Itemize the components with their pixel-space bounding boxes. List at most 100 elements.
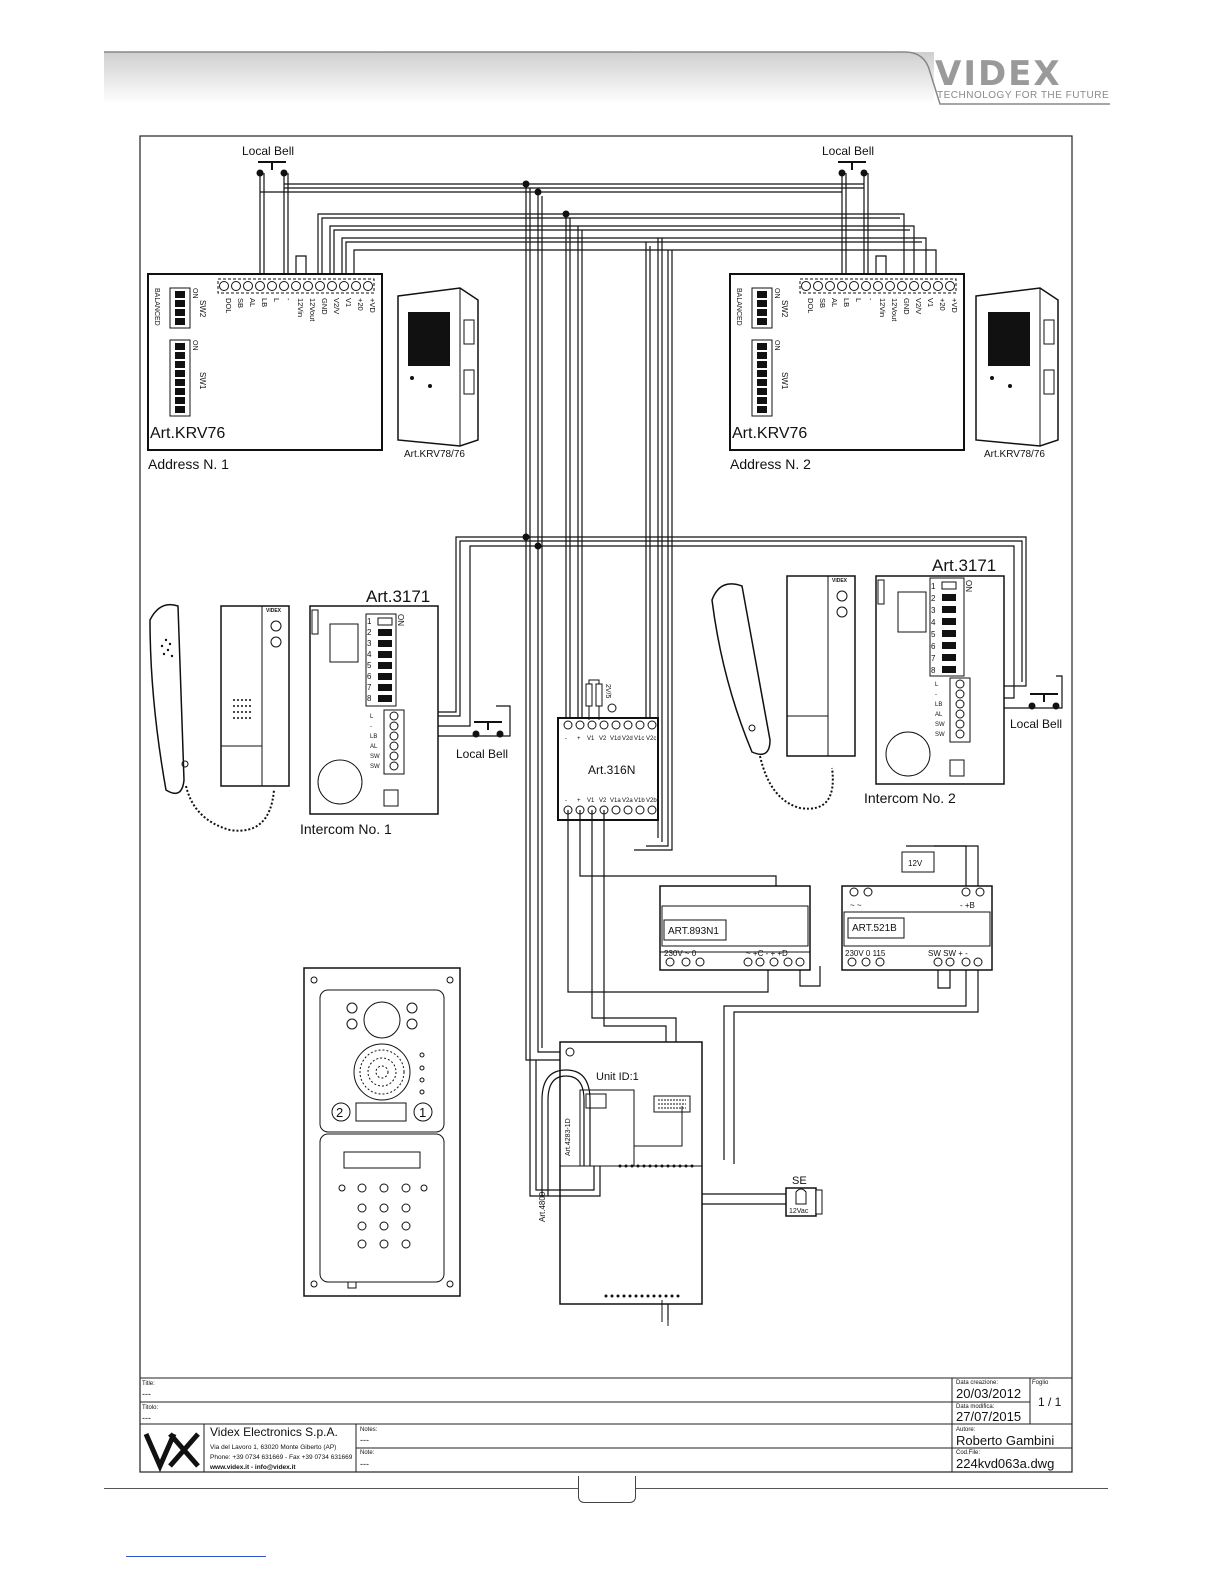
svg-text:2V/5: 2V/5 bbox=[604, 684, 611, 699]
bus-wires-top bbox=[259, 173, 1063, 1064]
svg-text:LB: LB bbox=[935, 702, 942, 708]
svg-text:5: 5 bbox=[367, 661, 372, 670]
svg-text:8: 8 bbox=[367, 694, 372, 703]
svg-text:---: --- bbox=[360, 1459, 369, 1469]
svg-text:SW SW + -: SW SW + - bbox=[928, 949, 968, 958]
svg-text:Notes:: Notes: bbox=[360, 1427, 378, 1433]
svg-text:---: --- bbox=[360, 1435, 369, 1445]
svg-text:1: 1 bbox=[419, 1105, 426, 1120]
svg-text:SW: SW bbox=[935, 722, 945, 728]
svg-text:-: - bbox=[565, 798, 567, 804]
svg-text:8: 8 bbox=[931, 666, 936, 675]
svg-text:V1a: V1a bbox=[610, 798, 621, 804]
svg-text:V1: V1 bbox=[344, 298, 353, 307]
psu-art893n1: ART.893N1 230V ~ 0 ~ +C - + +D bbox=[659, 885, 811, 971]
svg-text:ON: ON bbox=[396, 614, 405, 626]
psu-art521b: ~ ~ - +B ART.521B 230V 0 115 SW SW + - bbox=[841, 885, 993, 971]
page-number-tab bbox=[578, 1476, 636, 1503]
local-bell-2-label: Local Bell bbox=[822, 144, 874, 158]
svg-text:SW2: SW2 bbox=[198, 300, 207, 318]
svg-text:Local Bell: Local Bell bbox=[1010, 717, 1062, 731]
svg-text:+20: +20 bbox=[938, 298, 947, 311]
electric-lock-se: SE 12Vac bbox=[785, 1175, 823, 1217]
krv76-module-2: DOL SB AL LB L - 12Vin 12Vout GND V2/V V… bbox=[729, 273, 965, 451]
svg-text:ON: ON bbox=[773, 340, 780, 351]
svg-text:~ +C - + +D: ~ +C - + +D bbox=[746, 949, 788, 958]
svg-text:12V: 12V bbox=[908, 859, 923, 868]
svg-text:V2d: V2d bbox=[622, 736, 633, 742]
svg-text:5: 5 bbox=[931, 630, 936, 639]
svg-text:SW2: SW2 bbox=[780, 300, 789, 318]
svg-text:2: 2 bbox=[931, 594, 936, 603]
intercom-1-label: Intercom No. 1 bbox=[300, 821, 392, 837]
created-date: 20/03/2012 bbox=[956, 1386, 1021, 1401]
svg-text:LB: LB bbox=[370, 734, 377, 740]
svg-text:SB: SB bbox=[236, 298, 245, 308]
krv76-module-1: DOL SB AL LB L - 12Vin 12Vout GND V2/V V… bbox=[147, 273, 383, 451]
file-code: 224kvd063a.dwg bbox=[956, 1456, 1054, 1471]
svg-text:VIDEX: VIDEX bbox=[832, 578, 848, 584]
svg-text:-: - bbox=[866, 298, 875, 301]
svg-text:12Vac: 12Vac bbox=[789, 1208, 809, 1215]
art521b-label: ART.521B bbox=[852, 923, 897, 934]
svg-text:230V 0 115: 230V 0 115 bbox=[845, 949, 886, 958]
svg-text:1: 1 bbox=[931, 582, 936, 591]
svg-text:GND: GND bbox=[902, 298, 911, 315]
art3171-1-label: Art.3171 bbox=[366, 587, 430, 606]
svg-text:AL: AL bbox=[370, 744, 378, 750]
svg-text:L: L bbox=[272, 298, 281, 302]
svg-text:AL: AL bbox=[830, 298, 839, 307]
svg-text:12Vout: 12Vout bbox=[890, 298, 899, 322]
svg-text:GND: GND bbox=[320, 298, 329, 315]
krv76-1-label: Art.KRV76 bbox=[150, 425, 225, 442]
svg-text:Art.4283-1D: Art.4283-1D bbox=[565, 1118, 572, 1156]
svg-text:6: 6 bbox=[367, 672, 372, 681]
svg-text:V1: V1 bbox=[926, 298, 935, 307]
videx-footer-logo bbox=[143, 1432, 200, 1473]
svg-text:2: 2 bbox=[367, 628, 372, 637]
svg-text:4: 4 bbox=[931, 618, 936, 627]
videx-logo: VIDEX TECHNOLOGY FOR THE FUTURE bbox=[935, 54, 1110, 101]
svg-text:Foglio: Foglio bbox=[1032, 1380, 1049, 1386]
svg-text:230V ~ 0: 230V ~ 0 bbox=[664, 949, 697, 958]
svg-text:L: L bbox=[935, 682, 939, 688]
svg-text:---: --- bbox=[142, 1413, 151, 1423]
krv76-1-sw2: BALANCED ON SW2 bbox=[153, 287, 207, 329]
svg-text:V1: V1 bbox=[587, 798, 595, 804]
krv78-1-label: Art.KRV78/76 bbox=[404, 449, 465, 460]
local-bell-2: Local Bell bbox=[822, 144, 874, 177]
company-name: Videx Electronics S.p.A. bbox=[210, 1425, 338, 1439]
svg-text:V2c: V2c bbox=[646, 736, 656, 742]
krv78-monitor-2: Art.KRV78/76 bbox=[975, 287, 1059, 460]
svg-text:LB: LB bbox=[260, 298, 269, 307]
art4800-board: Art.4800 Unit ID:1 Art.4283-1D bbox=[529, 1041, 703, 1326]
svg-text:SB: SB bbox=[818, 298, 827, 308]
svg-text:V2: V2 bbox=[599, 798, 607, 804]
art893n1-label: ART.893N1 bbox=[668, 926, 719, 937]
krv76-1-terminals bbox=[219, 281, 373, 291]
svg-text:V1b: V1b bbox=[634, 798, 645, 804]
svg-text:BALANCED: BALANCED bbox=[735, 288, 742, 326]
svg-text:-: - bbox=[370, 724, 372, 730]
svg-text:Title:: Title: bbox=[142, 1381, 155, 1387]
svg-text:7: 7 bbox=[367, 683, 372, 692]
svg-text:ON: ON bbox=[191, 340, 198, 351]
modified-date: 27/07/2015 bbox=[956, 1409, 1021, 1424]
svg-text:AL: AL bbox=[248, 298, 257, 307]
krv76-1-sw1: ON SW1 bbox=[169, 339, 207, 417]
sheet-number: 1 / 1 bbox=[1038, 1395, 1062, 1409]
svg-text:1: 1 bbox=[367, 617, 372, 626]
krv78-monitor-1: Art.KRV78/76 bbox=[397, 287, 479, 460]
svg-text:+: + bbox=[577, 798, 581, 804]
svg-text:V2/V: V2/V bbox=[914, 298, 923, 314]
title-block: Title: --- Titolo: --- Videx Electronics… bbox=[140, 1377, 1072, 1473]
svg-text:V1c: V1c bbox=[634, 736, 644, 742]
svg-text:Data creazione:: Data creazione: bbox=[956, 1380, 998, 1386]
svg-text:SW1: SW1 bbox=[198, 372, 207, 390]
brand-name: VIDEX bbox=[935, 54, 1062, 94]
svg-text:Autore:: Autore: bbox=[956, 1427, 976, 1433]
svg-text:L: L bbox=[854, 298, 863, 302]
